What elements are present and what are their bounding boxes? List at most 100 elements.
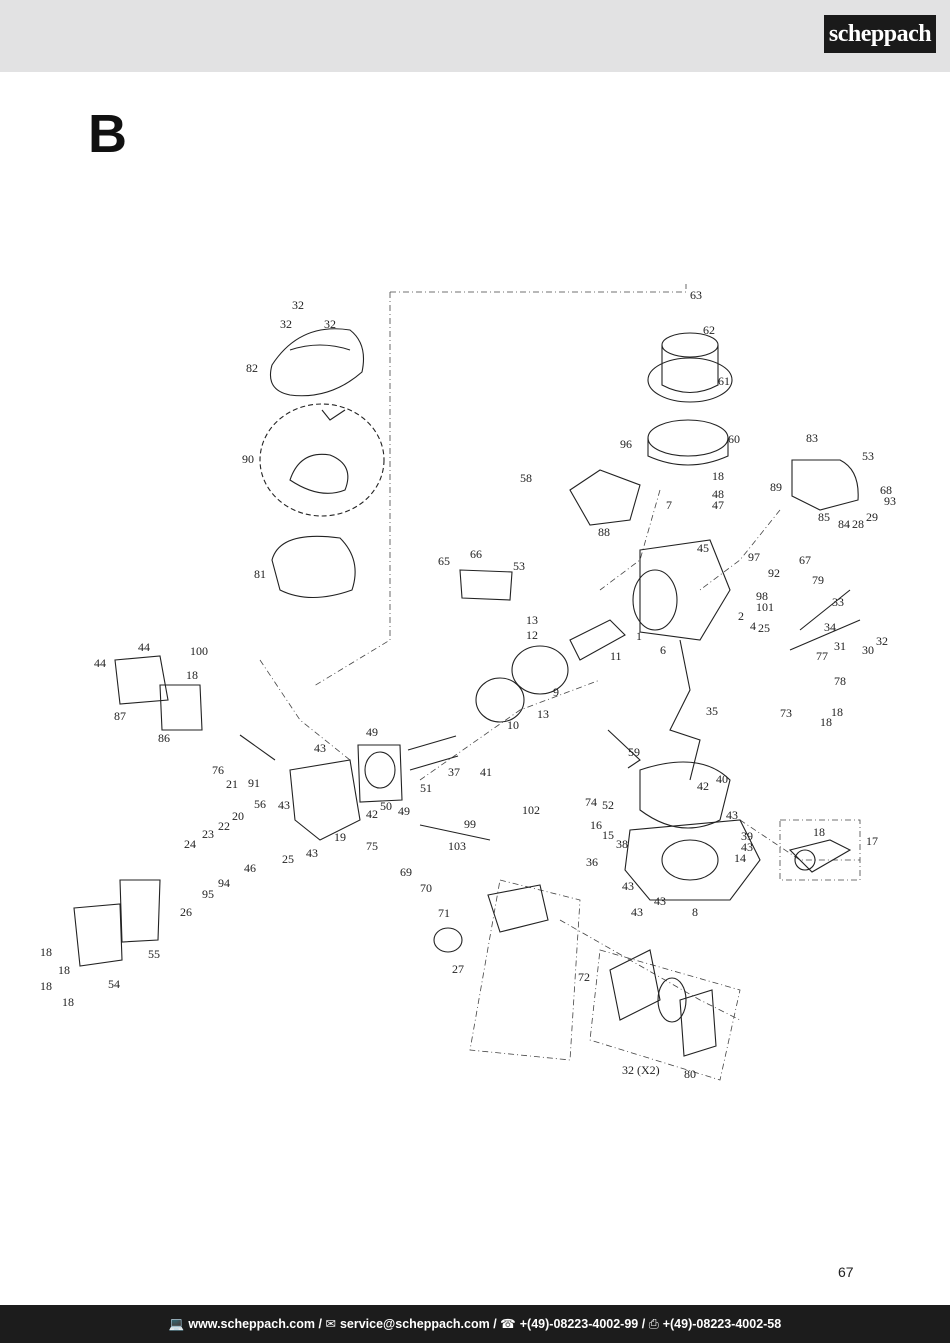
callout-label: 68 [880,483,892,497]
callout-label: 18 [820,715,832,729]
air-filter-housing-part [114,655,169,705]
muffler-shield-part [679,989,717,1057]
callout-label: 82 [246,361,258,375]
callout-label: 100 [190,644,208,658]
callout-label: 30 [862,643,874,657]
callout-label: 99 [464,817,476,831]
callout-label: 71 [438,906,450,920]
callout-label: 40 [716,772,728,786]
callout-label: 18 [831,705,843,719]
recoil-starter-part [289,453,349,494]
callout-label: 34 [824,620,836,634]
callout-label: 47 [712,498,724,512]
callout-label: 94 [218,876,230,890]
callout-label: 43 [314,741,326,755]
phone-icon: ☎ [500,1317,516,1331]
crankcase-gasket-part [639,761,731,829]
callout-label: 18 [62,995,74,1009]
callout-label: 81 [254,567,266,581]
callout-label: 44 [138,640,150,654]
flywheel-fan-part [647,357,733,403]
crankshaft-part [669,639,701,781]
crankcase-cover-part [624,819,761,901]
callout-label: 43 [278,798,290,812]
callout-label: 49 [366,725,378,739]
fuel-tank-part [791,459,859,511]
callout-label: 72 [578,970,590,984]
callout-label: 56 [254,797,266,811]
muffler-part [609,949,661,1021]
callout-label: 19 [334,830,346,844]
connecting-rod-part [569,619,626,661]
callout-label: 70 [420,881,432,895]
callout-label: 46 [244,861,256,875]
callout-label: 42 [366,807,378,821]
footer-email[interactable]: service@scheppach.com [339,1317,490,1331]
callout-label: 80 [684,1067,696,1081]
callout-label: 17 [866,834,878,848]
callout-label: 23 [202,827,214,841]
callout-label: 11 [610,649,622,663]
fan-housing-part [271,535,356,598]
callout-label: 89 [770,480,782,494]
callout-label: 6 [660,643,666,657]
recoil-starter-guard [259,403,385,517]
callout-label: 53 [513,559,525,573]
callout-label: 18 [40,945,52,959]
callout-label: 18 [813,825,825,839]
callout-label: 96 [620,437,632,451]
callout-label: 98 [756,589,768,603]
callout-label: 55 [148,947,160,961]
fax-icon: ⎙ [648,1317,659,1331]
piston-part [511,645,569,695]
callout-label: 92 [768,566,780,580]
callout-label: 25 [282,852,294,866]
callout-label: 29 [866,510,878,524]
callout-label: 63 [690,288,702,302]
callout-label: 18 [712,469,724,483]
callout-label: 13 [526,613,538,627]
callout-label: 97 [748,550,760,564]
callout-label: 43 [631,905,643,919]
callout-label: 33 [832,595,844,609]
computer-icon: 💻 [168,1317,185,1331]
callout-label: 16 [590,818,602,832]
callout-label: 93 [884,494,896,508]
callout-label: 41 [480,765,492,779]
callout-label: 38 [616,837,628,851]
footer-separator: / [493,1317,497,1331]
callout-label: 8 [692,905,698,919]
footer-separator: / [641,1317,646,1331]
callout-label: 45 [697,541,709,555]
callout-label: 39 [741,829,753,843]
valve-cover-gasket-part [119,879,161,943]
callout-label: 95 [202,887,214,901]
callout-label: 79 [812,573,824,587]
callout-label: 10 [507,718,519,732]
head-gasket-part [357,744,403,803]
carburetor-part [487,884,549,933]
callout-label: 67 [799,553,811,567]
callout-label: 84 [838,517,850,531]
footer-fax: +(49)-08223-4002-58 [662,1317,782,1331]
ignition-coil-part [459,569,513,601]
callout-label: 43 [654,894,666,908]
exploded-parts-diagram: 32 32 32 82 90 81 63 62 61 60 96 58 18 4… [40,284,896,1081]
callout-label: 62 [703,323,715,337]
callout-label: 35 [706,704,718,718]
callout-label: 32 [324,317,336,331]
callout-label: 76 [212,763,224,777]
callout-label: 48 [712,487,724,501]
footer-website[interactable]: www.scheppach.com [188,1317,316,1331]
callout-label: 78 [834,674,846,688]
callout-label: 43 [741,840,753,854]
callout-label: 66 [470,547,482,561]
callout-label: 74 [585,795,597,809]
callout-label: 25 [758,621,770,635]
callout-label: 51 [420,781,432,795]
callout-label: 91 [248,776,260,790]
callout-label: 14 [734,851,746,865]
callout-label: 1 [636,629,642,643]
page-footer: 💻www.scheppach.com / ✉service@scheppach.… [0,1305,950,1343]
callout-label: 12 [526,628,538,642]
